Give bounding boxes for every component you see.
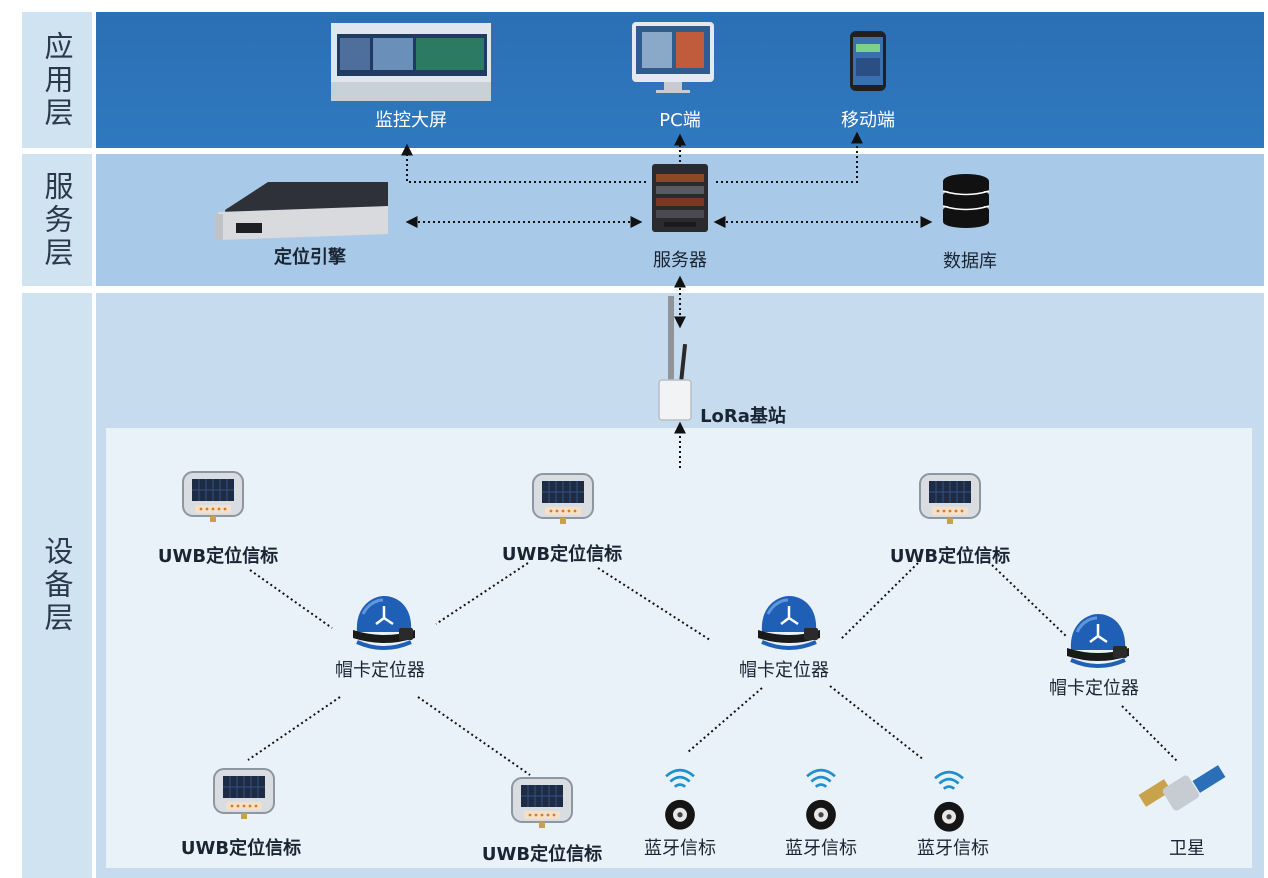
uwb-beacon-label-2: UWB定位信标 [501,544,623,565]
database-label: 数据库 [943,251,997,272]
helmet-locator-icon [351,594,417,650]
uwb-beacon-label-3: UWB定位信标 [889,546,1011,567]
satellite-icon [1138,765,1226,811]
uwb-beacon-icon [919,473,981,525]
server-label: 服务器 [653,250,707,271]
lora-label: LoRa基站 [700,406,786,427]
layer-label-service: 服务层 [22,154,92,286]
satellite-label: 卫星 [1169,838,1205,859]
server-icon [652,164,708,232]
database-icon [943,174,989,228]
mobile-label: 移动端 [841,110,895,131]
helmet-locator-icon [1065,612,1131,668]
monitor-label: 监控大屏 [375,110,447,131]
lora-base-station-icon [658,296,692,421]
uwb-beacon-label-4: UWB定位信标 [180,838,302,859]
bluetooth-beacon-icon [663,768,697,832]
layer-label-app: 应用层 [22,12,92,148]
positioning-engine-icon [215,182,388,240]
bt-beacon-label-2: 蓝牙信标 [785,838,857,859]
helmet-label-3: 帽卡定位器 [1049,678,1139,699]
helmet-label-2: 帽卡定位器 [739,660,829,681]
pc-label: PC端 [659,110,701,131]
bluetooth-beacon-icon [932,770,966,834]
mobile-phone-icon [850,31,886,91]
uwb-beacon-icon [532,473,594,525]
uwb-beacon-label-5: UWB定位信标 [481,844,603,865]
helmet-locator-icon [756,594,822,650]
uwb-beacon-icon [182,471,244,523]
uwb-beacon-icon [511,777,573,829]
video-wall-icon [331,23,491,101]
bt-beacon-label-3: 蓝牙信标 [917,838,989,859]
uwb-beacon-label-1: UWB定位信标 [157,546,279,567]
bluetooth-beacon-icon [804,768,838,832]
uwb-beacon-icon [213,768,275,820]
bt-beacon-label-1: 蓝牙信标 [644,838,716,859]
engine-label: 定位引擎 [274,247,346,268]
pc-monitor-icon [632,22,714,93]
layer-label-device: 设备层 [22,293,92,878]
helmet-label-1: 帽卡定位器 [335,660,425,681]
device-field-panel [106,428,1252,868]
